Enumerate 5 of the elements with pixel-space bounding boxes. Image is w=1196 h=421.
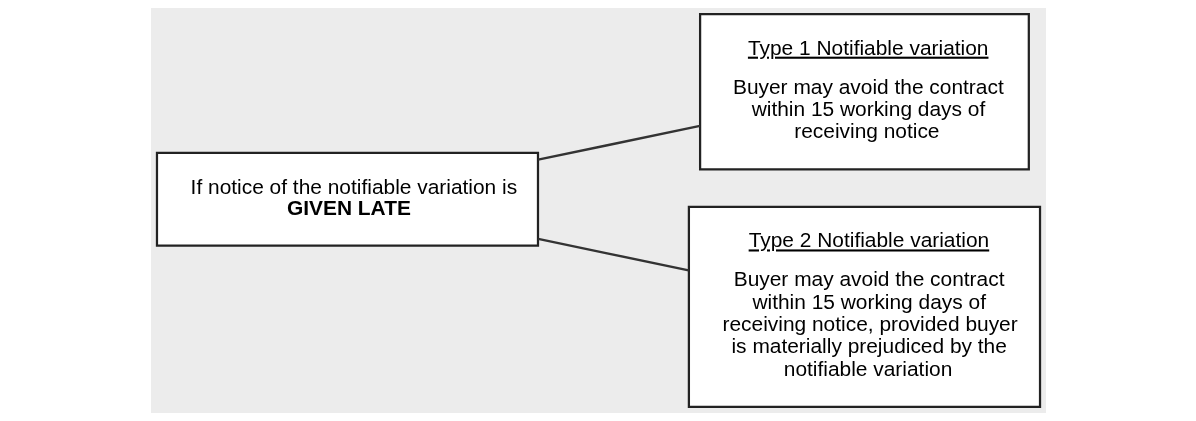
node-box: Type 1 Notifiable variation Buyer may avoid the contract within 15 working days of receiving notice — [698, 12, 1030, 171]
connector — [537, 124, 700, 161]
node-box: If notice of the notifiable variation is GIVEN LATE — [155, 151, 539, 247]
node-box: Type 2 Notifiable variation Buyer may avoid the contract within 15 working days of receiving notice, provided buyer is materially prejudiced by the notifiable variation — [687, 205, 1041, 409]
connector — [537, 237, 689, 272]
